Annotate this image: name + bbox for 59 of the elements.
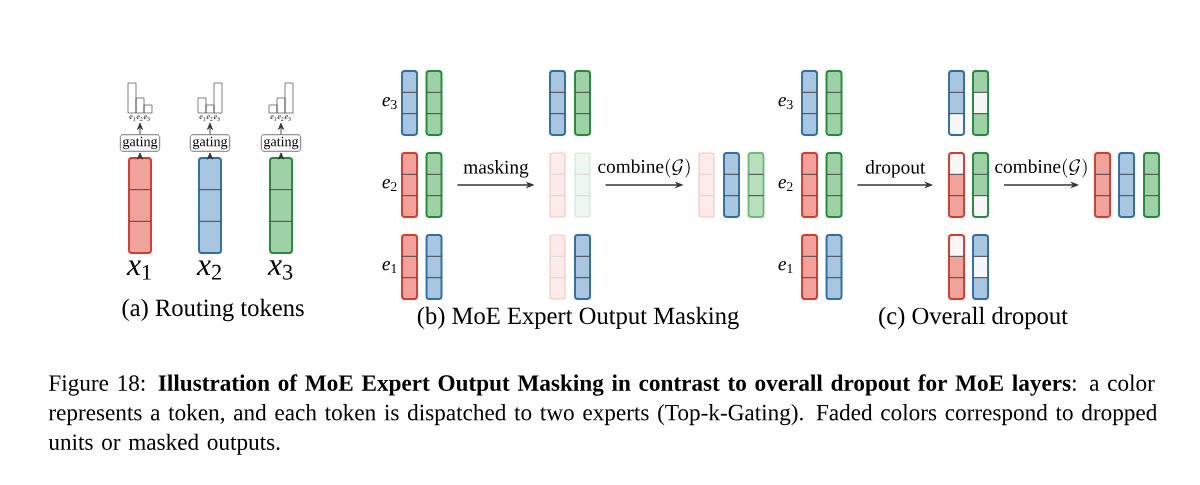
edge-label: $\mathrm{combine}(\mathcal{G})$ bbox=[992, 156, 1091, 180]
subfigure-caption: (b) MoE Expert Output Masking bbox=[417, 306, 739, 330]
vector-bar bbox=[574, 152, 591, 218]
token-label: x$_{3}$ bbox=[267, 260, 293, 280]
row-label: e$_{2}$ bbox=[778, 179, 793, 191]
vector-bar bbox=[1094, 152, 1111, 218]
gating-box: gating bbox=[260, 134, 302, 152]
row-label: e$_{2}$ bbox=[382, 179, 397, 191]
vector-bar bbox=[269, 157, 293, 254]
vector-bar bbox=[549, 152, 566, 218]
vector-bar bbox=[1118, 152, 1135, 218]
vector-bar bbox=[128, 157, 152, 254]
vector-bar bbox=[825, 152, 843, 218]
arrow bbox=[137, 152, 143, 160]
token-label: x$_{1}$ bbox=[126, 260, 151, 280]
vector-bar bbox=[825, 234, 843, 300]
token-label: x$_{2}$ bbox=[196, 260, 221, 280]
subfigure-caption: (a) Routing tokens bbox=[122, 298, 304, 322]
vector-bar bbox=[425, 234, 443, 300]
vector-bar bbox=[425, 152, 443, 218]
vector-bar bbox=[698, 152, 715, 218]
vector-bar bbox=[747, 152, 765, 218]
vector-bar bbox=[198, 157, 222, 254]
vector-bar bbox=[723, 152, 740, 218]
vector-bar bbox=[401, 70, 418, 136]
subfigure-caption: (c) Overall dropout bbox=[879, 306, 1068, 330]
vector-bar bbox=[401, 234, 418, 300]
vector-bar bbox=[574, 234, 591, 300]
edge-label: $\mathrm{combine}(\mathcal{G})$ bbox=[595, 156, 694, 180]
vector-bar bbox=[948, 234, 965, 300]
arrow bbox=[278, 152, 284, 160]
vector-bar bbox=[549, 234, 566, 300]
figure-caption: Figure 18: Illustration of MoE Expert Output Masking in contrast to overall dropout for MoE layers: a color represents a token, and each token is dispatched to two experts (Top-k-Gating). Faded colors correspond to dropped units or masked outputs. bbox=[48, 374, 1158, 455]
vector-bar bbox=[574, 70, 591, 136]
vector-bar bbox=[972, 152, 989, 218]
vector-bar bbox=[801, 70, 818, 136]
row-label: e$_{3}$ bbox=[778, 96, 793, 110]
arrow bbox=[207, 122, 213, 135]
gating-box: gating bbox=[189, 134, 231, 152]
edge-label: $\mathrm{masking}$ bbox=[461, 158, 531, 180]
vector-bar bbox=[948, 70, 965, 136]
vector-bar bbox=[401, 152, 418, 218]
arrow bbox=[278, 122, 284, 135]
vector-bar bbox=[825, 70, 843, 136]
row-label: e$_{3}$ bbox=[382, 96, 397, 110]
vector-bar bbox=[948, 152, 965, 218]
edge-label: $\mathrm{dropout}$ bbox=[863, 158, 928, 180]
vector-bar bbox=[972, 234, 989, 300]
vector-bar bbox=[425, 70, 443, 136]
vector-bar bbox=[801, 234, 818, 300]
vector-bar bbox=[972, 70, 989, 136]
vector-bar bbox=[549, 70, 566, 136]
row-label: e$_{1}$ bbox=[382, 261, 397, 273]
gating-box: gating bbox=[119, 134, 161, 152]
vector-bar bbox=[801, 152, 818, 218]
row-label: e$_{1}$ bbox=[778, 261, 793, 273]
arrow bbox=[207, 152, 213, 160]
vector-bar bbox=[1143, 152, 1160, 218]
arrow bbox=[137, 122, 143, 135]
